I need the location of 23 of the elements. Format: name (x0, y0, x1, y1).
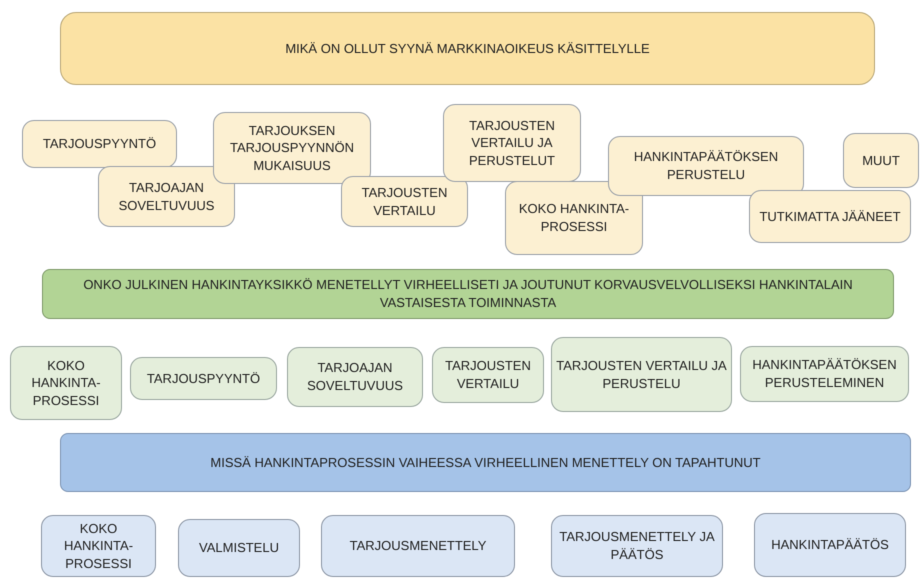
question-banner: MISSÄ HANKINTAPROSESSIN VAIHEESSA VIRHEELLINEN MENETTELY ON TAPAHTUNUT (60, 433, 911, 492)
category-box: TARJOUSTEN VERTAILU (432, 347, 544, 403)
category-box: KOKO HANKINTA- PROSESSI (10, 346, 122, 420)
category-box: TARJOUSMENETTELY (321, 515, 515, 577)
category-box: VALMISTELU (178, 519, 300, 577)
category-box: TARJOUSMENETTELY JA PÄÄTÖS (551, 515, 723, 577)
category-box: TARJOAJAN SOVELTUVUUS (98, 166, 235, 227)
category-box: TARJOUSTEN VERTAILU JA PERUSTELU (551, 337, 732, 412)
category-box: TARJOUSTEN VERTAILU JA PERUSTELUT (443, 104, 581, 182)
question-banner: MIKÄ ON OLLUT SYYNÄ MARKKINAOIKEUS KÄSITTELYLLE (60, 12, 875, 85)
category-box: HANKINTAPÄÄTÖS (754, 513, 906, 577)
category-box: HANKINTAPÄÄTÖKSEN PERUSTELU (608, 136, 804, 196)
category-box: TARJOUSPYYNTÖ (22, 120, 177, 168)
category-box: TARJOAJAN SOVELTUVUUS (287, 347, 423, 407)
question-banner: ONKO JULKINEN HANKINTAYKSIKKÖ MENETELLYT VIRHEELLISETI JA JOUTUNUT KORVAUSVELVOLLISEKSI HANKINTALAIN VASTAISESTA TOIMINNASTA (42, 269, 894, 319)
category-box: TARJOUSTEN VERTAILU (341, 176, 468, 227)
category-box: TARJOUSPYYNTÖ (130, 357, 277, 400)
category-box: HANKINTAPÄÄTÖKSEN PERUSTELEMINEN (740, 346, 909, 402)
category-box: KOKO HANKINTA- PROSESSI (505, 181, 643, 255)
category-box: TUTKIMATTA JÄÄNEET (749, 190, 911, 243)
category-box: TARJOUKSEN TARJOUSPYYNNÖN MUKAISUUS (213, 112, 371, 184)
category-box: MUUT (843, 133, 919, 188)
category-box: KOKO HANKINTA- PROSESSI (41, 515, 156, 577)
